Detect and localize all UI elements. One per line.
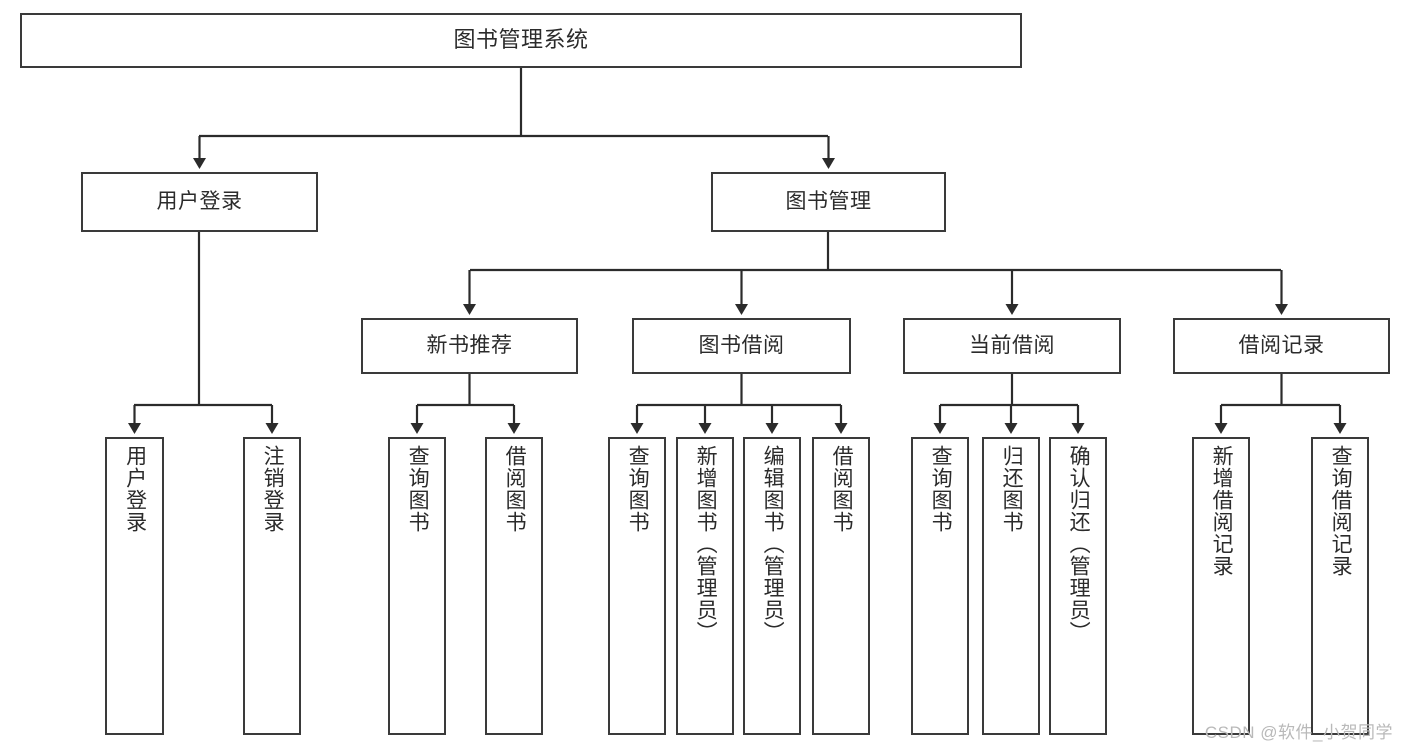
node-new-book-recommend-label: 新书推荐 [426,334,513,358]
node-leaf-query-book-2-label: 查询图书 [626,445,650,533]
node-leaf-borrow-book-2-label: 借阅图书 [830,445,854,533]
node-leaf-edit-book-admin-label: 编辑图书（管理员） [761,445,785,643]
node-user-login-label: 用户登录 [156,190,243,214]
node-leaf-borrow-book-1-label: 借阅图书 [503,445,527,533]
node-leaf-query-book-3-label: 查询图书 [929,445,953,533]
node-leaf-return-book[interactable]: 归还图书 [982,437,1040,735]
node-new-book-recommend[interactable]: 新书推荐 [361,318,578,374]
node-leaf-borrow-book-1[interactable]: 借阅图书 [485,437,543,735]
node-root[interactable]: 图书管理系统 [20,13,1022,68]
node-leaf-query-book-3[interactable]: 查询图书 [911,437,969,735]
node-leaf-confirm-return-admin[interactable]: 确认归还（管理员） [1049,437,1107,735]
node-book-manage-label: 图书管理 [785,190,872,214]
node-leaf-confirm-return-admin-label: 确认归还（管理员） [1067,445,1091,643]
node-root-label: 图书管理系统 [453,27,589,53]
node-leaf-logout-login[interactable]: 注销登录 [243,437,301,735]
node-current-borrow-label: 当前借阅 [969,334,1055,358]
node-leaf-return-book-label: 归还图书 [1000,445,1024,533]
node-book-borrow-label: 图书借阅 [698,334,785,358]
node-leaf-add-book-admin-label: 新增图书（管理员） [694,445,718,643]
node-book-manage[interactable]: 图书管理 [711,172,946,232]
node-leaf-add-borrow-record-label: 新增借阅记录 [1210,445,1234,577]
node-leaf-query-book-1-label: 查询图书 [406,445,430,533]
node-leaf-user-login[interactable]: 用户登录 [105,437,164,735]
node-leaf-add-book-admin[interactable]: 新增图书（管理员） [676,437,734,735]
node-leaf-logout-login-label: 注销登录 [261,445,285,533]
node-borrow-record-label: 借阅记录 [1238,334,1325,358]
node-leaf-query-borrow-record-label: 查询借阅记录 [1329,445,1353,577]
node-current-borrow[interactable]: 当前借阅 [903,318,1121,374]
node-user-login[interactable]: 用户登录 [81,172,318,232]
node-book-borrow[interactable]: 图书借阅 [632,318,851,374]
watermark-text: CSDN @软件_小贺同学 [1204,723,1393,742]
node-leaf-add-borrow-record[interactable]: 新增借阅记录 [1192,437,1250,735]
node-borrow-record[interactable]: 借阅记录 [1173,318,1390,374]
node-leaf-edit-book-admin[interactable]: 编辑图书（管理员） [743,437,801,735]
node-leaf-query-book-1[interactable]: 查询图书 [388,437,446,735]
node-leaf-borrow-book-2[interactable]: 借阅图书 [812,437,870,735]
node-leaf-user-login-label: 用户登录 [123,445,147,533]
node-leaf-query-book-2[interactable]: 查询图书 [608,437,666,735]
node-leaf-query-borrow-record[interactable]: 查询借阅记录 [1311,437,1369,735]
